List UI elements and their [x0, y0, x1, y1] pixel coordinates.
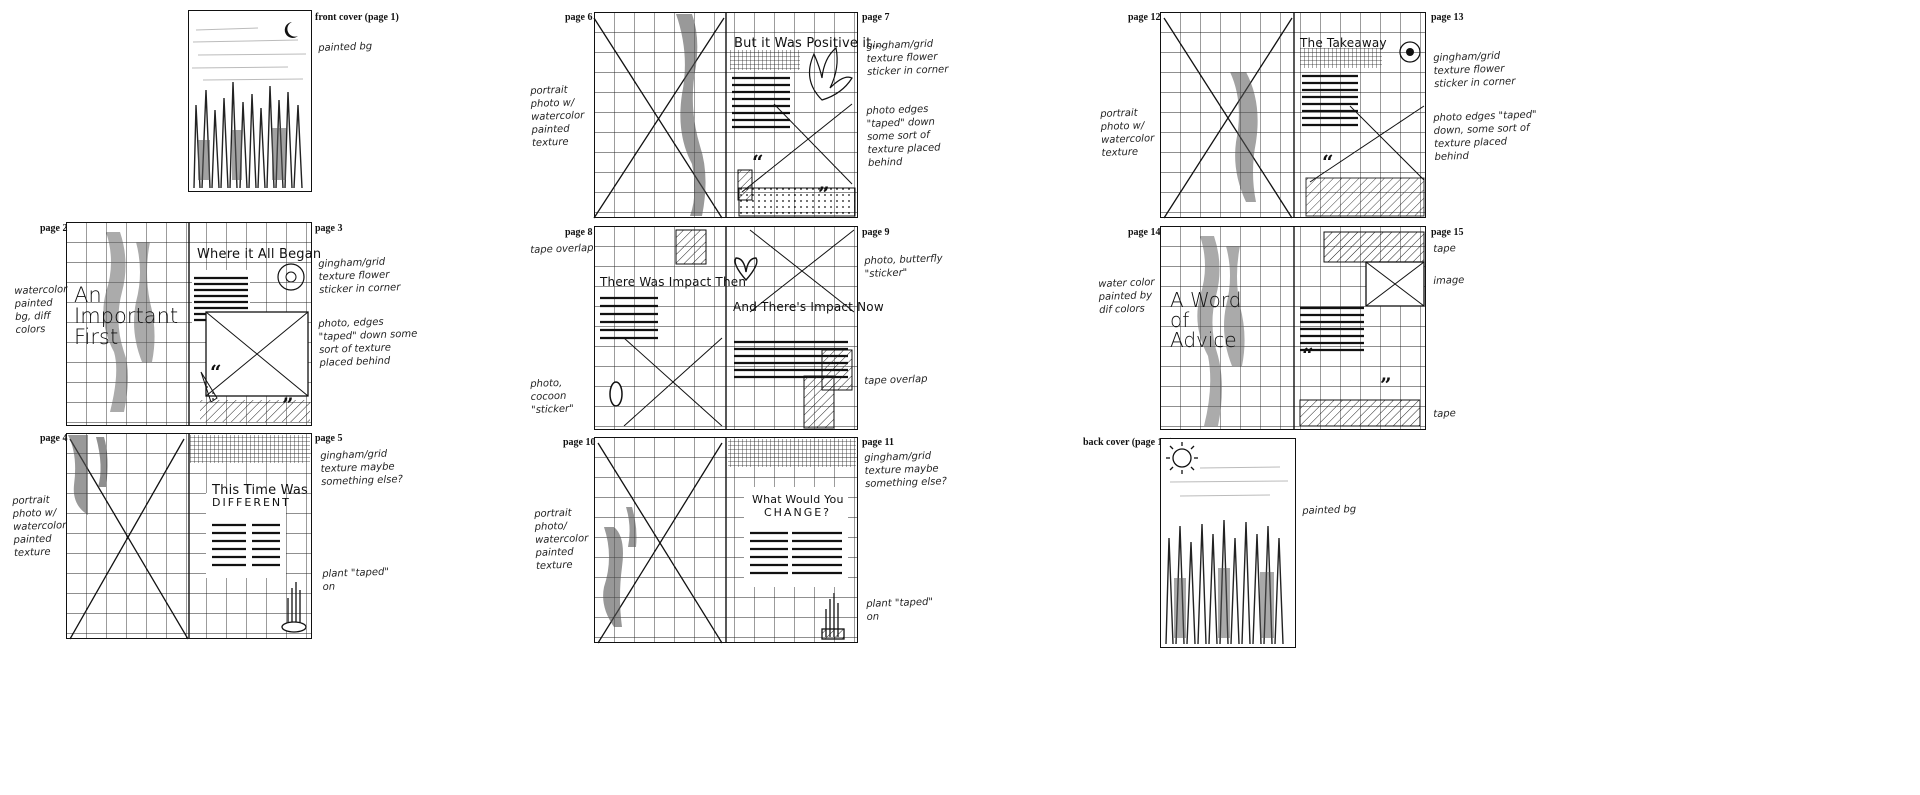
note-page-15-mid: image	[1433, 274, 1465, 287]
label-page-2: page 2	[40, 223, 68, 234]
label-page-3: page 3	[315, 223, 343, 234]
page-7-title: But it Was Positive it...	[734, 36, 885, 51]
spread-pages-4-5	[66, 433, 312, 640]
note-page-13-top: gingham/grid texture flower sticker in c…	[1433, 50, 1516, 90]
note-page-11-bottom: plant "taped" on	[866, 596, 934, 623]
plant-sticker-icon	[821, 593, 845, 640]
quote-open-p15: “	[1302, 343, 1314, 367]
moon-icon	[284, 22, 298, 38]
page-8-title: There Was Impact Then	[600, 275, 747, 289]
label-page-4: page 4	[40, 433, 68, 444]
spread-pages-8-9	[594, 226, 858, 430]
spread-pages-6-7	[593, 12, 858, 219]
note-page-6: portrait photo w/ watercolor painted tex…	[530, 84, 585, 149]
flower-sticker-icon	[808, 46, 853, 101]
note-front-cover: painted bg	[318, 41, 373, 54]
label-page-6: page 6	[565, 12, 593, 23]
spread-pages-12-13	[1160, 12, 1426, 219]
back-cover-sketch	[1160, 438, 1296, 648]
label-page-12: page 12	[1128, 12, 1161, 23]
sun-icon	[1166, 442, 1198, 474]
quote-open-p13: “	[1322, 150, 1334, 174]
spread-pages-14-15	[1160, 226, 1426, 430]
label-page-10: page 10	[563, 437, 596, 448]
label-page-14: page 14	[1128, 227, 1161, 238]
note-page-12: portrait photo w/ watercolor texture	[1100, 107, 1155, 159]
note-page-9-bottom: tape overlap	[864, 373, 928, 387]
note-page-10: portrait photo/ watercolor painted textu…	[534, 507, 589, 572]
quote-open-p3: “	[210, 360, 222, 384]
label-page-8: page 8	[565, 227, 593, 238]
note-page-3-top: gingham/grid texture flower sticker in c…	[318, 256, 401, 296]
flower-sticker-icon	[277, 263, 305, 291]
quote-open-p7: “	[752, 150, 764, 174]
page-14-title: A Word of Advice	[1170, 288, 1242, 352]
quote-close-p3: ”	[282, 393, 294, 417]
quote-close-p15: ”	[1380, 373, 1392, 397]
front-cover-sketch	[188, 10, 312, 192]
spread-pages-2-3	[66, 222, 312, 426]
note-page-3-bottom: photo, edges "taped" down some sort of t…	[318, 316, 418, 369]
spread-pages-10-11	[594, 437, 858, 644]
note-page-8-bottom: photo, cocoon "sticker"	[530, 377, 574, 416]
label-page-13: page 13	[1431, 12, 1464, 23]
flower-sticker-icon	[1399, 41, 1421, 63]
page-11-title-line2: CHANGE?	[764, 506, 832, 519]
note-page-11-top: gingham/grid texture maybe something els…	[864, 450, 948, 490]
page-5-title-line2: DIFFERENT	[212, 496, 291, 509]
quote-close-p7: ”	[818, 182, 830, 206]
page-11-title-line1: What Would You	[752, 493, 844, 506]
note-page-7-bottom: photo edges "taped" down some sort of te…	[866, 103, 941, 169]
page-13-title: The Takeaway	[1300, 36, 1387, 50]
note-page-15-bottom: tape	[1433, 408, 1456, 420]
note-page-13-bottom: photo edges "taped" down, some sort of t…	[1433, 109, 1537, 163]
note-page-4: portrait photo w/ watercolor painted tex…	[12, 494, 67, 559]
page-3-title: Where it All Began	[197, 247, 322, 262]
page-5-title-line1: This Time Was	[212, 483, 309, 498]
label-page-5: page 5	[315, 433, 343, 444]
page-2-title: An Important First	[74, 283, 179, 349]
note-back-cover: painted bg	[1302, 504, 1357, 517]
note-page-9-top: photo, butterfly "sticker"	[864, 253, 943, 280]
label-page-7: page 7	[862, 12, 890, 23]
note-page-15-top: tape	[1433, 243, 1456, 255]
cocoon-sticker-icon	[609, 381, 623, 407]
label-page-15: page 15	[1431, 227, 1464, 238]
label-page-11: page 11	[862, 437, 894, 448]
note-page-14: water color painted by dif colors	[1098, 277, 1155, 316]
label-front-cover: front cover (page 1)	[315, 12, 399, 23]
butterfly-sticker-icon	[734, 257, 758, 282]
label-back-cover: back cover (page 16 )	[1083, 437, 1174, 448]
plant-sticker-icon	[281, 582, 307, 633]
note-page-5-bottom: plant "taped" on	[322, 566, 390, 593]
note-page-2: watercolor painted bg, diff colors	[14, 284, 68, 336]
page-9-title: And There's Impact Now	[733, 300, 884, 314]
label-page-9: page 9	[862, 227, 890, 238]
note-page-5-top: gingham/grid texture maybe something els…	[320, 448, 404, 488]
